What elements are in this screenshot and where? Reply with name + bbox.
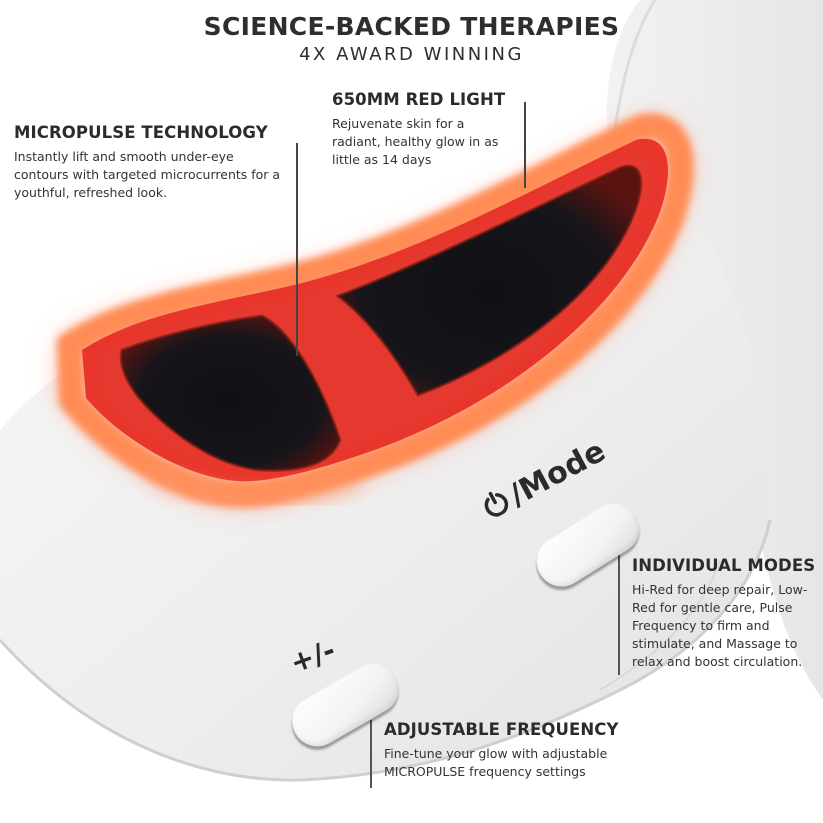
callout-micropulse-heading: MICROPULSE TECHNOLOGY bbox=[14, 123, 268, 142]
micropulse-leader-line bbox=[296, 143, 298, 356]
callout-red-light-body: Rejuvenate skin for a radiant, healthy g… bbox=[332, 116, 499, 167]
modes-bracket-line bbox=[618, 555, 620, 675]
callout-red-light: 650MM RED LIGHT Rejuvenate skin for a ra… bbox=[332, 90, 512, 169]
power-icon bbox=[478, 485, 517, 528]
frequency-bracket-line bbox=[370, 720, 372, 788]
callout-adjustable-frequency: ADJUSTABLE FREQUENCY Fine-tune your glow… bbox=[384, 720, 644, 781]
callout-modes-body: Hi-Red for deep repair, Low-Red for gent… bbox=[632, 582, 808, 669]
callout-frequency-body: Fine-tune your glow with adjustable MICR… bbox=[384, 746, 608, 779]
callout-micropulse-body: Instantly lift and smooth under-eye cont… bbox=[14, 149, 281, 200]
mode-button-label: /Mode bbox=[477, 434, 612, 528]
callout-red-light-heading: 650MM RED LIGHT bbox=[332, 90, 506, 109]
callout-modes-heading: INDIVIDUAL MODES bbox=[632, 556, 816, 575]
page-title: SCIENCE-BACKED THERAPIES bbox=[203, 12, 620, 41]
page-subtitle: 4X AWARD WINNING bbox=[299, 44, 524, 65]
callout-individual-modes: INDIVIDUAL MODES Hi-Red for deep repair,… bbox=[632, 556, 822, 671]
red-light-leader-line bbox=[524, 102, 526, 188]
callout-micropulse: MICROPULSE TECHNOLOGY Instantly lift and… bbox=[14, 123, 289, 202]
callout-frequency-heading: ADJUSTABLE FREQUENCY bbox=[384, 720, 619, 739]
